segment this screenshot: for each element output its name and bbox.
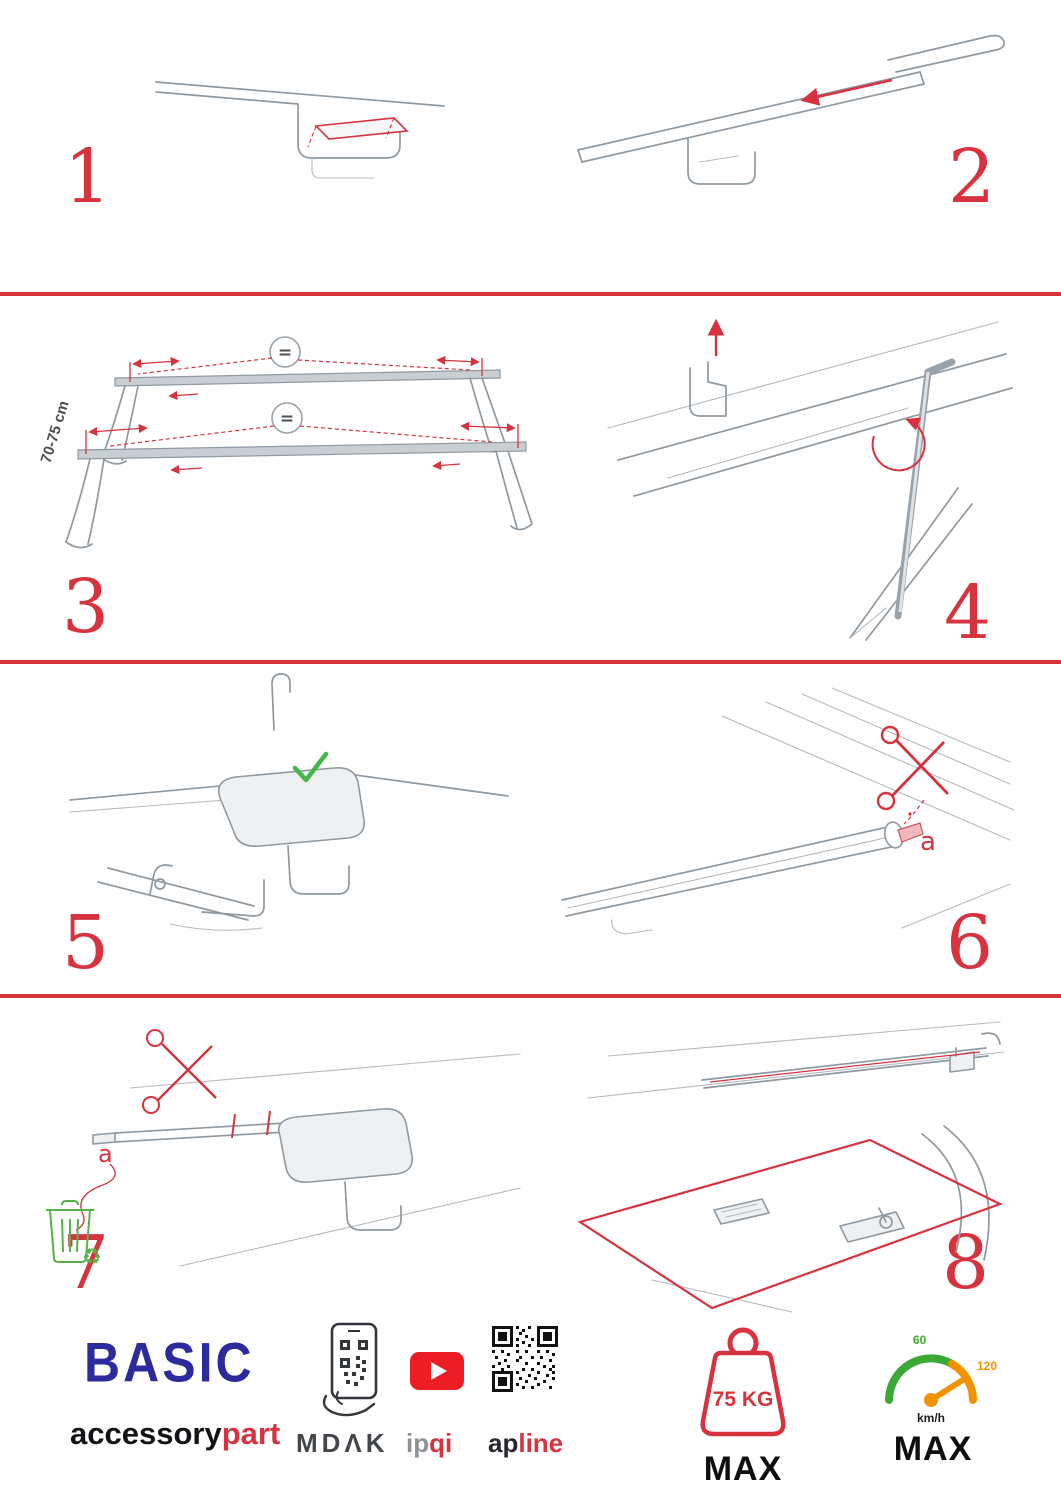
step2-illustration	[577, 34, 1005, 185]
discard-path	[75, 1163, 116, 1231]
ipqi-gray: ip	[406, 1428, 430, 1458]
apline-red: line	[518, 1428, 564, 1458]
trash-recycle-icon: ♻	[46, 1200, 102, 1270]
max-speed-badge: 60 120 km/h MAX	[866, 1326, 1000, 1469]
max-weight-label: MAX	[703, 1450, 783, 1488]
crossbar-drawing	[577, 34, 1005, 185]
step-number-5: 5	[62, 900, 110, 986]
wordmark-red: part	[221, 1416, 281, 1451]
step8-illustration	[577, 1021, 1005, 1313]
mdak-logo: MDΛK	[296, 1428, 389, 1458]
allen-key-icon	[894, 358, 956, 620]
qr-code-icon	[492, 1326, 558, 1392]
cut-marks	[231, 1110, 271, 1139]
section-divider	[0, 994, 1061, 998]
step3-illustration: = = 70-75 cm	[38, 336, 533, 549]
equal-circle	[269, 336, 301, 368]
step6-illustration: a	[561, 687, 1015, 935]
final-check-drawing	[587, 1021, 1005, 1313]
weight-value: 75 KG	[713, 1388, 774, 1411]
max-speed-label: MAX	[893, 1430, 973, 1468]
check-icon	[292, 751, 329, 783]
measure-label: 70-75 cm	[38, 399, 73, 465]
label-a: a	[98, 1140, 113, 1168]
youtube-icon	[410, 1352, 464, 1390]
equal-sign: =	[280, 409, 294, 429]
ipqi-logo: ipqi	[406, 1428, 452, 1459]
foot-assembly-drawing	[69, 673, 509, 931]
strap-trim-drawing	[92, 1053, 521, 1267]
max-weight-badge: 75 KG MAX	[678, 1322, 808, 1489]
apline-logo: apline	[488, 1428, 563, 1459]
bar-highlight	[709, 1051, 981, 1083]
scissors-icon	[142, 1029, 217, 1114]
wordmark-black: accessory	[70, 1416, 222, 1451]
step-number-3: 3	[62, 564, 110, 650]
label-a: a	[920, 827, 936, 857]
cut-guide	[903, 799, 925, 825]
slide-arrow	[800, 78, 893, 106]
step1-illustration	[155, 81, 445, 179]
speedometer-icon: 60 120 km/h	[885, 1333, 997, 1425]
apline-dark: ap	[488, 1428, 519, 1458]
wordmark-logo: accessorypart	[70, 1416, 280, 1452]
highlight-box	[577, 1138, 1003, 1310]
step5-illustration	[69, 673, 509, 931]
step-number-1: 1	[64, 134, 112, 220]
bar-end-drawing	[561, 687, 1015, 935]
cut-dot	[908, 812, 912, 816]
section-divider	[0, 660, 1061, 664]
brand-logo: BASIC	[84, 1331, 255, 1394]
dimension-lines	[85, 355, 519, 475]
strap-end	[897, 822, 924, 843]
step-number-6: 6	[946, 900, 994, 986]
roof-rail-drawing	[155, 81, 445, 179]
equal-sign: =	[278, 343, 292, 363]
roof-and-clamp-drawing	[607, 321, 1013, 641]
step4-illustration	[607, 318, 1013, 641]
step-number-8: 8	[942, 1220, 990, 1306]
recycle-icon: ♻	[82, 1245, 102, 1270]
speed-unit: km/h	[917, 1411, 945, 1425]
equal-circle	[271, 402, 303, 434]
section-divider	[0, 292, 1061, 296]
weight-icon: 75 KG	[700, 1327, 786, 1437]
rotate-arrow	[871, 417, 926, 472]
insert-guides	[307, 117, 395, 148]
scissors-icon	[876, 725, 950, 811]
speed-high: 120	[977, 1359, 997, 1373]
mounting-plate	[314, 117, 409, 140]
phone-qr-icon	[322, 1322, 378, 1417]
speed-low: 60	[913, 1333, 927, 1347]
ipqi-red: qi	[429, 1428, 453, 1458]
step-number-2: 2	[948, 134, 996, 220]
step-number-4: 4	[944, 570, 992, 656]
step7-illustration: a ♻	[46, 1029, 521, 1270]
two-bars-drawing	[65, 369, 533, 549]
